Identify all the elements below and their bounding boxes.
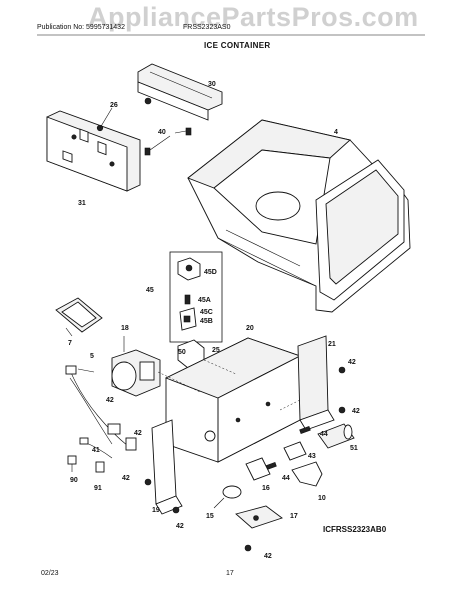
callout-17: 17 [290,513,298,520]
callout-50: 50 [178,349,186,356]
callout-90: 90 [70,477,78,484]
callout-42-a: 42 [348,359,356,366]
watermark: AppliancePartsPros.com [88,2,419,32]
callout-30: 30 [208,81,216,88]
callout-45c: 45C [200,309,213,316]
part-40-screw [144,127,192,156]
part-26-grommet [144,97,152,105]
footer-date: 02/23 [41,570,59,577]
part-45c-actuator [179,307,197,331]
part-15-knob [213,485,242,509]
part-21-side-bracket [297,335,346,431]
part-18-auger-motor [111,336,161,397]
callout-40: 40 [158,129,166,136]
part-10-lever [291,461,323,487]
callout-18: 18 [121,325,129,332]
part-43-switch [283,441,307,461]
callout-45b: 45B [200,318,213,325]
part-51-solenoid [317,423,355,449]
callout-44-b: 44 [282,475,290,482]
callout-42-c: 42 [106,397,114,404]
callout-19: 19 [152,507,160,514]
callout-5: 5 [90,353,94,360]
part-5-wire-harness [65,365,137,451]
part-42-screw-bottom [244,544,252,552]
part-91-connector [95,461,105,473]
callout-43: 43 [308,453,316,460]
part-4-ice-container [187,119,411,313]
callout-51: 51 [350,445,358,452]
callout-42-b: 42 [352,408,360,415]
callout-42-d: 42 [122,475,130,482]
callout-15: 15 [206,513,214,520]
callout-4: 4 [334,129,338,136]
callout-7: 7 [68,340,72,347]
part-30-bracket [137,63,223,121]
part-45d-connector [177,257,201,281]
callout-45a: 45A [198,297,211,304]
part-16-bracket [245,457,271,481]
callout-31: 31 [78,200,86,207]
part-19-lower-plate [144,419,183,515]
part-90-terminal [67,455,77,472]
footer-page-number: 17 [226,570,234,577]
callout-42-f: 42 [264,553,272,560]
section-title: ICE CONTAINER [204,41,271,50]
callout-20: 20 [246,325,254,332]
part-41-wire [79,437,113,459]
callout-26: 26 [110,102,118,109]
publication-number: Publication No: 5995731432 [37,24,125,31]
callout-41: 41 [92,447,100,454]
callout-91: 91 [94,485,102,492]
model-number: FRSS2323AS0 [183,24,231,31]
part-45a-spring [184,294,191,305]
part-26-screw [96,107,113,132]
diagram-code: ICFRSS2323AB0 [323,525,387,534]
part-31-back-plate [46,110,141,192]
callout-42-e: 42 [176,523,184,530]
callout-16: 16 [262,485,270,492]
callout-10: 10 [318,495,326,502]
part-7-cover [55,297,103,337]
callout-25: 25 [212,347,220,354]
callout-45d: 45D [204,269,217,276]
callout-45: 45 [146,287,154,294]
callout-44-a: 44 [320,431,328,438]
part-20-housing [157,337,321,463]
part-17-cover [235,505,283,529]
callout-21: 21 [328,341,336,348]
callout-42-g: 42 [134,430,142,437]
